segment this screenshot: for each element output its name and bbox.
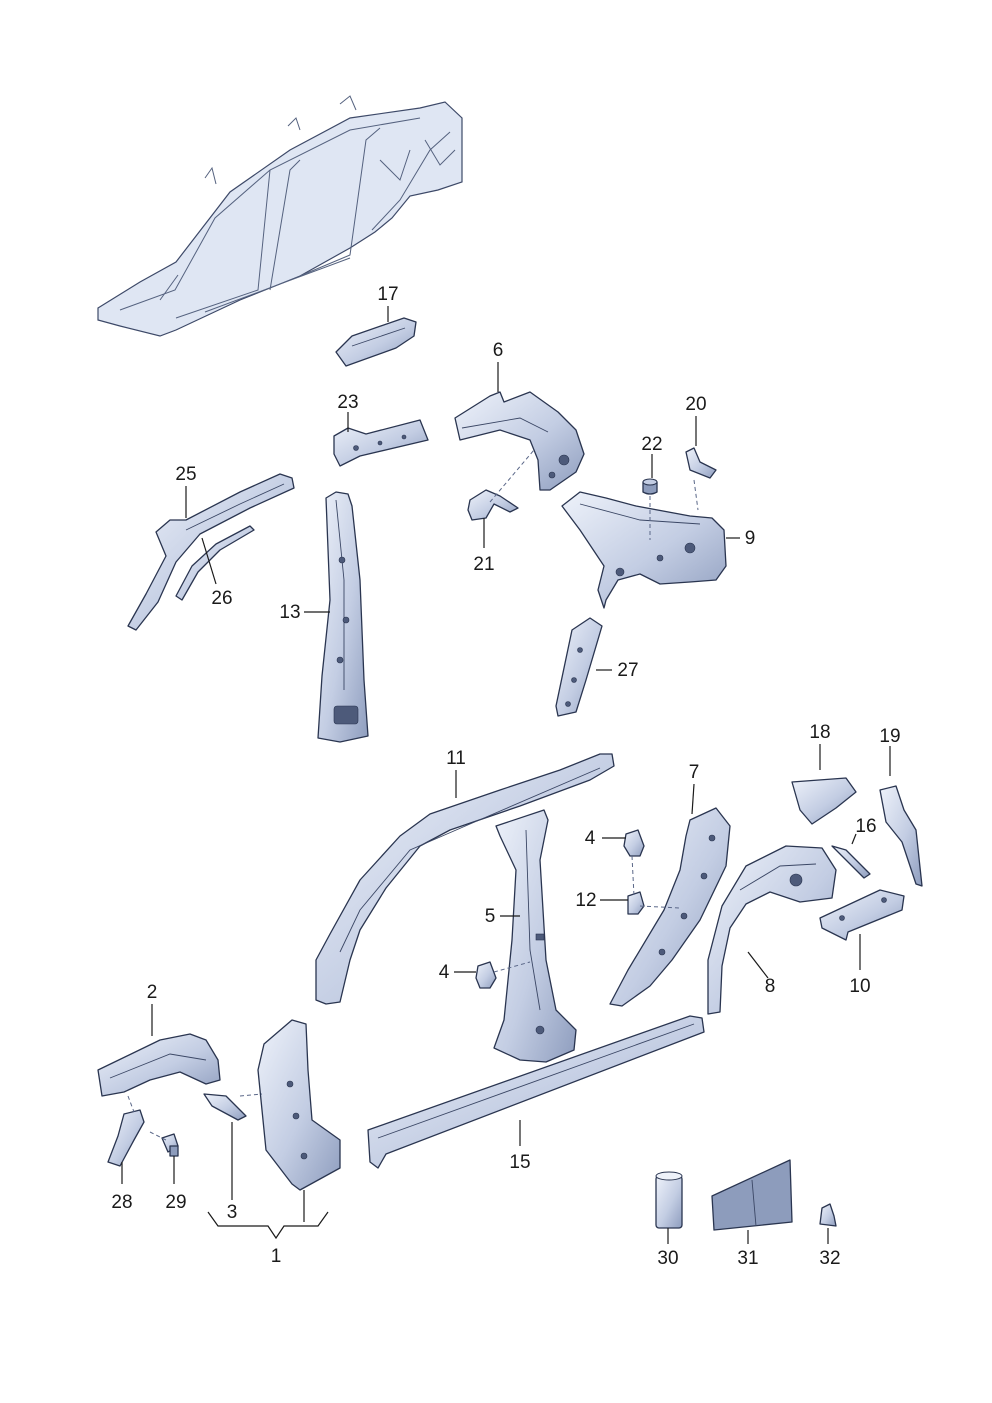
callout-6: 6	[493, 340, 504, 361]
part-9-rear-wheelhouse-panel	[561, 491, 727, 609]
callout-30: 30	[657, 1248, 678, 1269]
callout-23: 23	[337, 392, 358, 413]
part-8-wheelhouse-liner	[707, 845, 837, 1015]
callout-32: 32	[819, 1248, 840, 1269]
callout-27: 27	[617, 660, 638, 681]
callout-19: 19	[879, 726, 900, 747]
callout-25: 25	[175, 464, 196, 485]
leader-lines	[121, 306, 891, 1244]
part-22-plug	[642, 478, 658, 495]
callout-26: 26	[211, 588, 232, 609]
callout-1: 1	[271, 1246, 282, 1267]
part-6-rear-wheelhouse-upper	[454, 391, 585, 491]
part-18-bracket	[791, 777, 857, 825]
callout-labels: 17 6 23 20 22 25 9 21 26 13 27 18 19 11 …	[111, 284, 900, 1269]
part-21-bracket	[467, 489, 519, 521]
callout-15: 15	[509, 1152, 530, 1173]
callout-2: 2	[147, 982, 158, 1003]
part-3-bracket	[203, 1093, 247, 1121]
part-19-bracket	[879, 785, 923, 887]
part-12-bracket	[627, 891, 645, 915]
callout-16: 16	[855, 816, 876, 837]
part-31-adhesive-sheet	[711, 1159, 793, 1231]
callout-3: 3	[227, 1202, 238, 1223]
part-25-roof-rail-inner	[127, 473, 295, 631]
part-27-reinforcement	[555, 617, 603, 717]
part-16-strip	[831, 845, 871, 879]
part-11-roof-side-rail	[315, 753, 615, 1005]
callout-11: 11	[446, 748, 466, 769]
part-15-sill-panel	[367, 1015, 705, 1169]
part-32-plug	[819, 1203, 837, 1227]
part-30-sealant-cartridge	[655, 1171, 683, 1229]
callout-31: 31	[737, 1248, 758, 1269]
callout-5: 5	[485, 906, 496, 927]
part-5-b-pillar	[493, 809, 577, 1063]
callout-4-upper: 4	[585, 828, 596, 849]
part-28-bracket	[107, 1109, 145, 1167]
callout-28: 28	[111, 1192, 132, 1213]
callout-22: 22	[641, 434, 662, 455]
part-26-strip	[175, 525, 255, 601]
part-20-bracket	[685, 447, 717, 479]
callout-20: 20	[685, 394, 706, 415]
part-2-front-wheelhouse	[97, 1033, 221, 1097]
part-29-screw	[161, 1133, 179, 1157]
callout-10: 10	[849, 976, 870, 997]
callout-7: 7	[689, 762, 700, 783]
part-1-a-pillar-lower	[257, 1019, 341, 1191]
callout-17: 17	[377, 284, 398, 305]
part-23-bracket	[333, 419, 429, 467]
part-4-lower-bracket	[475, 961, 497, 989]
callout-29: 29	[165, 1192, 186, 1213]
callout-18: 18	[809, 722, 830, 743]
callout-9: 9	[745, 528, 756, 549]
callout-12: 12	[575, 890, 596, 911]
part-17-trim-cover	[335, 317, 417, 367]
part-10-cross-member	[819, 889, 905, 941]
callout-13: 13	[279, 602, 300, 623]
part-13-b-pillar-reinforcement	[317, 491, 369, 743]
part-4-upper-bracket	[623, 829, 645, 857]
body-side-overview	[97, 95, 463, 337]
assembly-guide-lines	[127, 449, 699, 1141]
callout-4-lower: 4	[439, 962, 450, 983]
callout-21: 21	[473, 554, 494, 575]
callout-8: 8	[765, 976, 776, 997]
